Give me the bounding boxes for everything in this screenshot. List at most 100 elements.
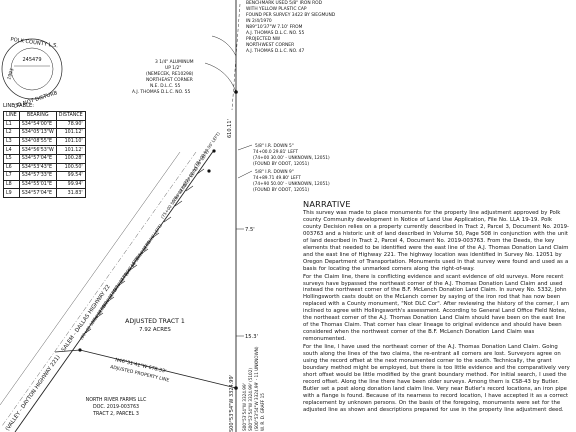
line-distance: 101.10': [55, 136, 86, 147]
dist-153-label: 15.3': [245, 334, 258, 340]
line-distance: 101.12': [55, 128, 86, 138]
north-river-2: DOC. 2019-003763: [93, 404, 139, 410]
monument-markers: [78, 90, 238, 390]
narrative-paragraph: For the Claim line, there is conflicting…: [303, 273, 570, 343]
line-bearing: S34°05'13"W: [18, 128, 57, 138]
line-table-col-header: LINE: [3, 111, 20, 121]
monument-note-line: NORTHEAST CORNER: [146, 77, 193, 83]
monument-leader: [204, 62, 237, 93]
monument-note: 3 1/4" ALUMINUM UP 1/2" (NEMECEK, RE1029…: [132, 59, 194, 95]
top-note-line: IN 2/4/1970: [246, 18, 272, 24]
line-bearing: S34°57'04"E: [18, 188, 57, 198]
dist-610-label: 610.11': [227, 119, 233, 138]
rod-note-line: (74+00 30.00' - UNKNOWN, 12051): [253, 155, 330, 161]
dimension-marks: [236, 228, 244, 337]
line-id: L4: [3, 145, 20, 155]
benchmark-note: BENCHMARK USED 5/8" IRON ROD WITH YELLOW…: [246, 0, 336, 54]
top-note-line: PROJECTED NW: [246, 36, 281, 42]
station-ticks: [83, 168, 205, 335]
top-note-line: NORTHWEST CORNER: [246, 42, 294, 48]
line-distance: 100.50': [55, 162, 86, 173]
line-table-header-row: LINE BEARING DISTANCE: [3, 111, 86, 121]
line-distance: 99.54': [55, 171, 86, 181]
adjusted-line-left: [54, 349, 81, 353]
line-id: L2: [3, 128, 20, 138]
rod-leader-1: [237, 144, 253, 151]
line-bearing: S34°08'55"E: [18, 136, 57, 147]
seal-date: 1993: [6, 68, 15, 81]
top-note-line: BENCHMARK USED 5/8" IRON ROD: [246, 0, 323, 6]
rod-note-line: 5/8" I.R. DOWN 9": [255, 169, 294, 175]
monument-note-line: 3 1/4" ALUMINUM: [155, 59, 194, 65]
lower-right-notes: S00°53'54"W 3324.99' S00°53'54"W 3324.99…: [242, 346, 265, 431]
line-id: L7: [3, 171, 20, 181]
line-distance: 99.94': [55, 179, 86, 190]
bearing-right-label: S00°53'54"W 3324.99': [229, 375, 235, 432]
tract-name: ADJUSTED TRACT 1: [125, 318, 185, 325]
line-bearing: S34°56'53"W: [18, 145, 57, 155]
north-river-1: NORTH RIVER FARMS LLC: [86, 397, 147, 403]
rod-note-line: 74+89.71 49.80' LEFT: [253, 175, 301, 181]
narrative-block: NARRATIVE This survey was made to place …: [303, 199, 571, 415]
rod-leader-2: [237, 170, 253, 179]
line-table-col-header: BEARING: [18, 111, 57, 121]
top-note-line: FOUND PER SURVEY 3422 BY SIEGMUND: [246, 12, 336, 18]
monument-note-line: A.J. THOMAS D.L.C. NO. 55: [132, 89, 190, 95]
line-bearing: S34°53'43"E: [18, 162, 57, 173]
line-distance: 31.83': [55, 188, 86, 198]
seal-county: POLK COUNTY L.S.: [10, 37, 59, 50]
top-note-line: N89°10'37"W 7.10' FROM: [246, 24, 303, 30]
line-table-title: LINE TABLE:: [3, 103, 35, 109]
north-river-3: TRACT 2, PARCEL 3: [92, 411, 139, 417]
line-distance: 100.28': [55, 153, 86, 164]
rod-note-1: 5/8" I.R. DOWN 5" 74+00.0 29.81' LEFT (7…: [253, 143, 330, 167]
narrative-body: This survey was made to place monuments …: [303, 210, 571, 414]
row-line-east: [14, 149, 215, 432]
line-bearing: S34°57'33"E: [18, 171, 57, 181]
top-note-line: A.J. THOMAS D.L.C. NO. 55: [246, 30, 304, 36]
line-distance: 78.90': [55, 119, 86, 130]
road-lower-label: (VALLEY - DAYTON HIGHWAY 221): [5, 354, 62, 432]
line-id: L1: [3, 119, 20, 130]
rod-note-line: 5/8" I.R. DOWN 5": [255, 143, 294, 149]
narrative-title: NARRATIVE: [303, 199, 351, 209]
monument-note-line: N.E. D.L.C. 55: [150, 83, 181, 89]
monument-note-line: UP 1/2": [165, 65, 181, 71]
narrative-paragraph: For the line, I have used the northeast …: [303, 344, 570, 413]
lower-right-note: S00°53'54"W 3324.99' (5102): [248, 368, 253, 431]
narrative-paragraph: This survey was made to place monuments …: [303, 210, 569, 272]
line-id: L3: [3, 136, 20, 147]
rod-note-line: (74+90 50.00' - UNKNOWN, 12051): [253, 181, 330, 187]
rod-note-line: (FOUND BY ODOT, 12051): [253, 161, 309, 167]
line-bearing: S34°54'00"E: [18, 119, 57, 130]
line-distance: 101.12': [55, 145, 86, 155]
lower-right-note: (S00°53'54"W 3324.99' - 11 UNKNOWN): [254, 346, 259, 431]
surveyor-seal: 245479 1993 POLK COUNTY L.S. DO NOT DIST…: [1, 37, 63, 110]
tract-area: 7.92 ACRES: [139, 327, 171, 333]
line-id: L9: [3, 188, 20, 198]
line-id: L5: [3, 153, 20, 164]
highway-label: SALEM - DALLAS HIGHWAY 22: [61, 284, 112, 353]
dist-75-label: 7.5': [245, 227, 255, 233]
row-line-centerline: [1, 151, 197, 427]
seal-number: 245479: [22, 57, 41, 63]
monument-note-line: (NEMECEK, RE10298): [146, 71, 194, 77]
lower-right-note: S00°53'54"W 3324.99': [242, 383, 247, 431]
line-table-col-header: DISTANCE: [55, 111, 86, 121]
station-labels: (78+00 50.00' LEFT) (77+00 50.00' LEFT) …: [79, 131, 221, 341]
row-line-mid: [0, 151, 181, 406]
station-label: (75+00 50.00' LEFT): [160, 182, 188, 220]
line-bearing: S34°55'01"E: [18, 179, 57, 190]
rod-note-line: (FOUND BY ODOT, 12051): [253, 187, 309, 193]
